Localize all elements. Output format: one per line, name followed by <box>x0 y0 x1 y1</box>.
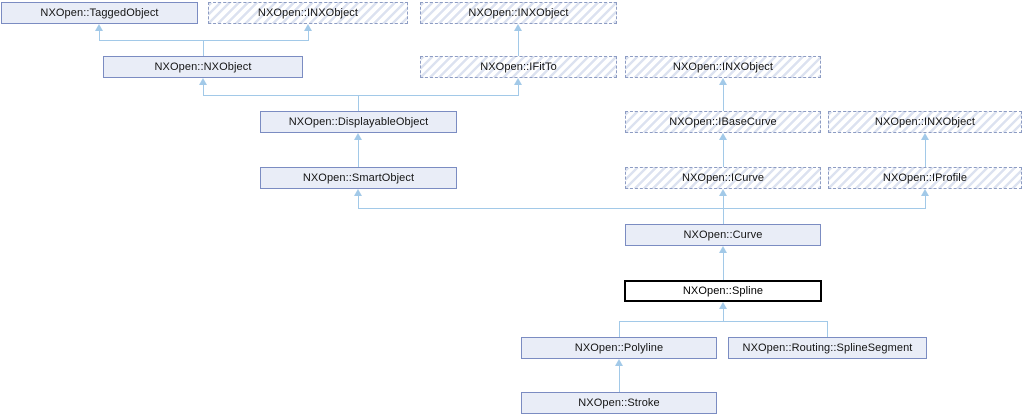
inheritance-edge-line <box>518 31 519 56</box>
class-node-smart-object[interactable]: NXOpen::SmartObject <box>260 167 457 189</box>
inheritance-edge-line <box>722 253 724 280</box>
inheritance-edge-line <box>358 196 359 208</box>
class-node-inxobject-4[interactable]: NXOpen::INXObject <box>828 111 1022 133</box>
inheritance-edge-line <box>722 196 724 208</box>
inheritance-arrowhead-icon <box>303 24 312 31</box>
inheritance-arrowhead-icon <box>354 189 362 196</box>
inheritance-arrowhead-icon <box>718 133 727 140</box>
class-node-polyline[interactable]: NXOpen::Polyline <box>521 337 717 359</box>
class-node-curve[interactable]: NXOpen::Curve <box>625 224 821 246</box>
inheritance-edge-line <box>722 140 724 167</box>
inheritance-edge-line <box>618 366 620 392</box>
inheritance-arrowhead-icon <box>718 302 727 309</box>
inheritance-arrowhead-icon <box>354 133 362 140</box>
class-node-routing-spline-segment[interactable]: NXOpen::Routing::SplineSegment <box>728 337 927 359</box>
inheritance-edge-line <box>924 140 926 167</box>
inheritance-arrowhead-icon <box>718 189 727 196</box>
class-node-nxobject[interactable]: NXOpen::NXObject <box>103 56 303 78</box>
class-node-spline: NXOpen::Spline <box>624 280 822 302</box>
inheritance-arrowhead-icon <box>718 78 727 85</box>
inheritance-edge-line <box>722 85 724 111</box>
class-node-ibasecurve[interactable]: NXOpen::IBaseCurve <box>625 111 821 133</box>
inheritance-edge-line <box>722 208 724 224</box>
inheritance-edge-line <box>827 321 828 337</box>
inheritance-edge-line <box>518 85 519 95</box>
inheritance-arrowhead-icon <box>920 133 929 140</box>
inheritance-arrowhead-icon <box>514 24 522 31</box>
class-node-displayable-object[interactable]: NXOpen::DisplayableObject <box>260 111 457 133</box>
inheritance-edge-line <box>99 31 100 40</box>
inheritance-edge-line <box>307 31 309 40</box>
inheritance-edge-line <box>99 39 309 41</box>
inheritance-edge-line <box>202 85 204 95</box>
inheritance-arrowhead-icon <box>95 24 103 31</box>
class-node-tagged-object[interactable]: NXOpen::TaggedObject <box>1 2 198 24</box>
class-node-inxobject-2[interactable]: NXOpen::INXObject <box>420 2 617 24</box>
inheritance-edge-line <box>202 94 519 96</box>
inheritance-arrowhead-icon <box>198 78 207 85</box>
inheritance-edge-line <box>618 321 620 337</box>
inheritance-edge-line <box>358 140 359 167</box>
inheritance-edge-line <box>358 207 926 209</box>
inheritance-edge-line <box>618 320 828 322</box>
inheritance-arrowhead-icon <box>614 359 623 366</box>
inheritance-edge-line <box>924 196 926 208</box>
inheritance-arrowhead-icon <box>718 246 727 253</box>
class-node-icurve[interactable]: NXOpen::ICurve <box>625 167 821 189</box>
inheritance-edge-line <box>358 95 359 111</box>
class-node-inxobject-3[interactable]: NXOpen::INXObject <box>625 56 821 78</box>
inheritance-edge-line <box>722 309 724 321</box>
inheritance-arrowhead-icon <box>514 78 522 85</box>
inheritance-arrowhead-icon <box>920 189 929 196</box>
class-node-ifitto[interactable]: NXOpen::IFitTo <box>420 56 617 78</box>
class-node-inxobject-1[interactable]: NXOpen::INXObject <box>208 2 408 24</box>
inheritance-edge-line <box>202 40 204 56</box>
class-node-iprofile[interactable]: NXOpen::IProfile <box>828 167 1022 189</box>
class-node-stroke[interactable]: NXOpen::Stroke <box>521 392 717 414</box>
